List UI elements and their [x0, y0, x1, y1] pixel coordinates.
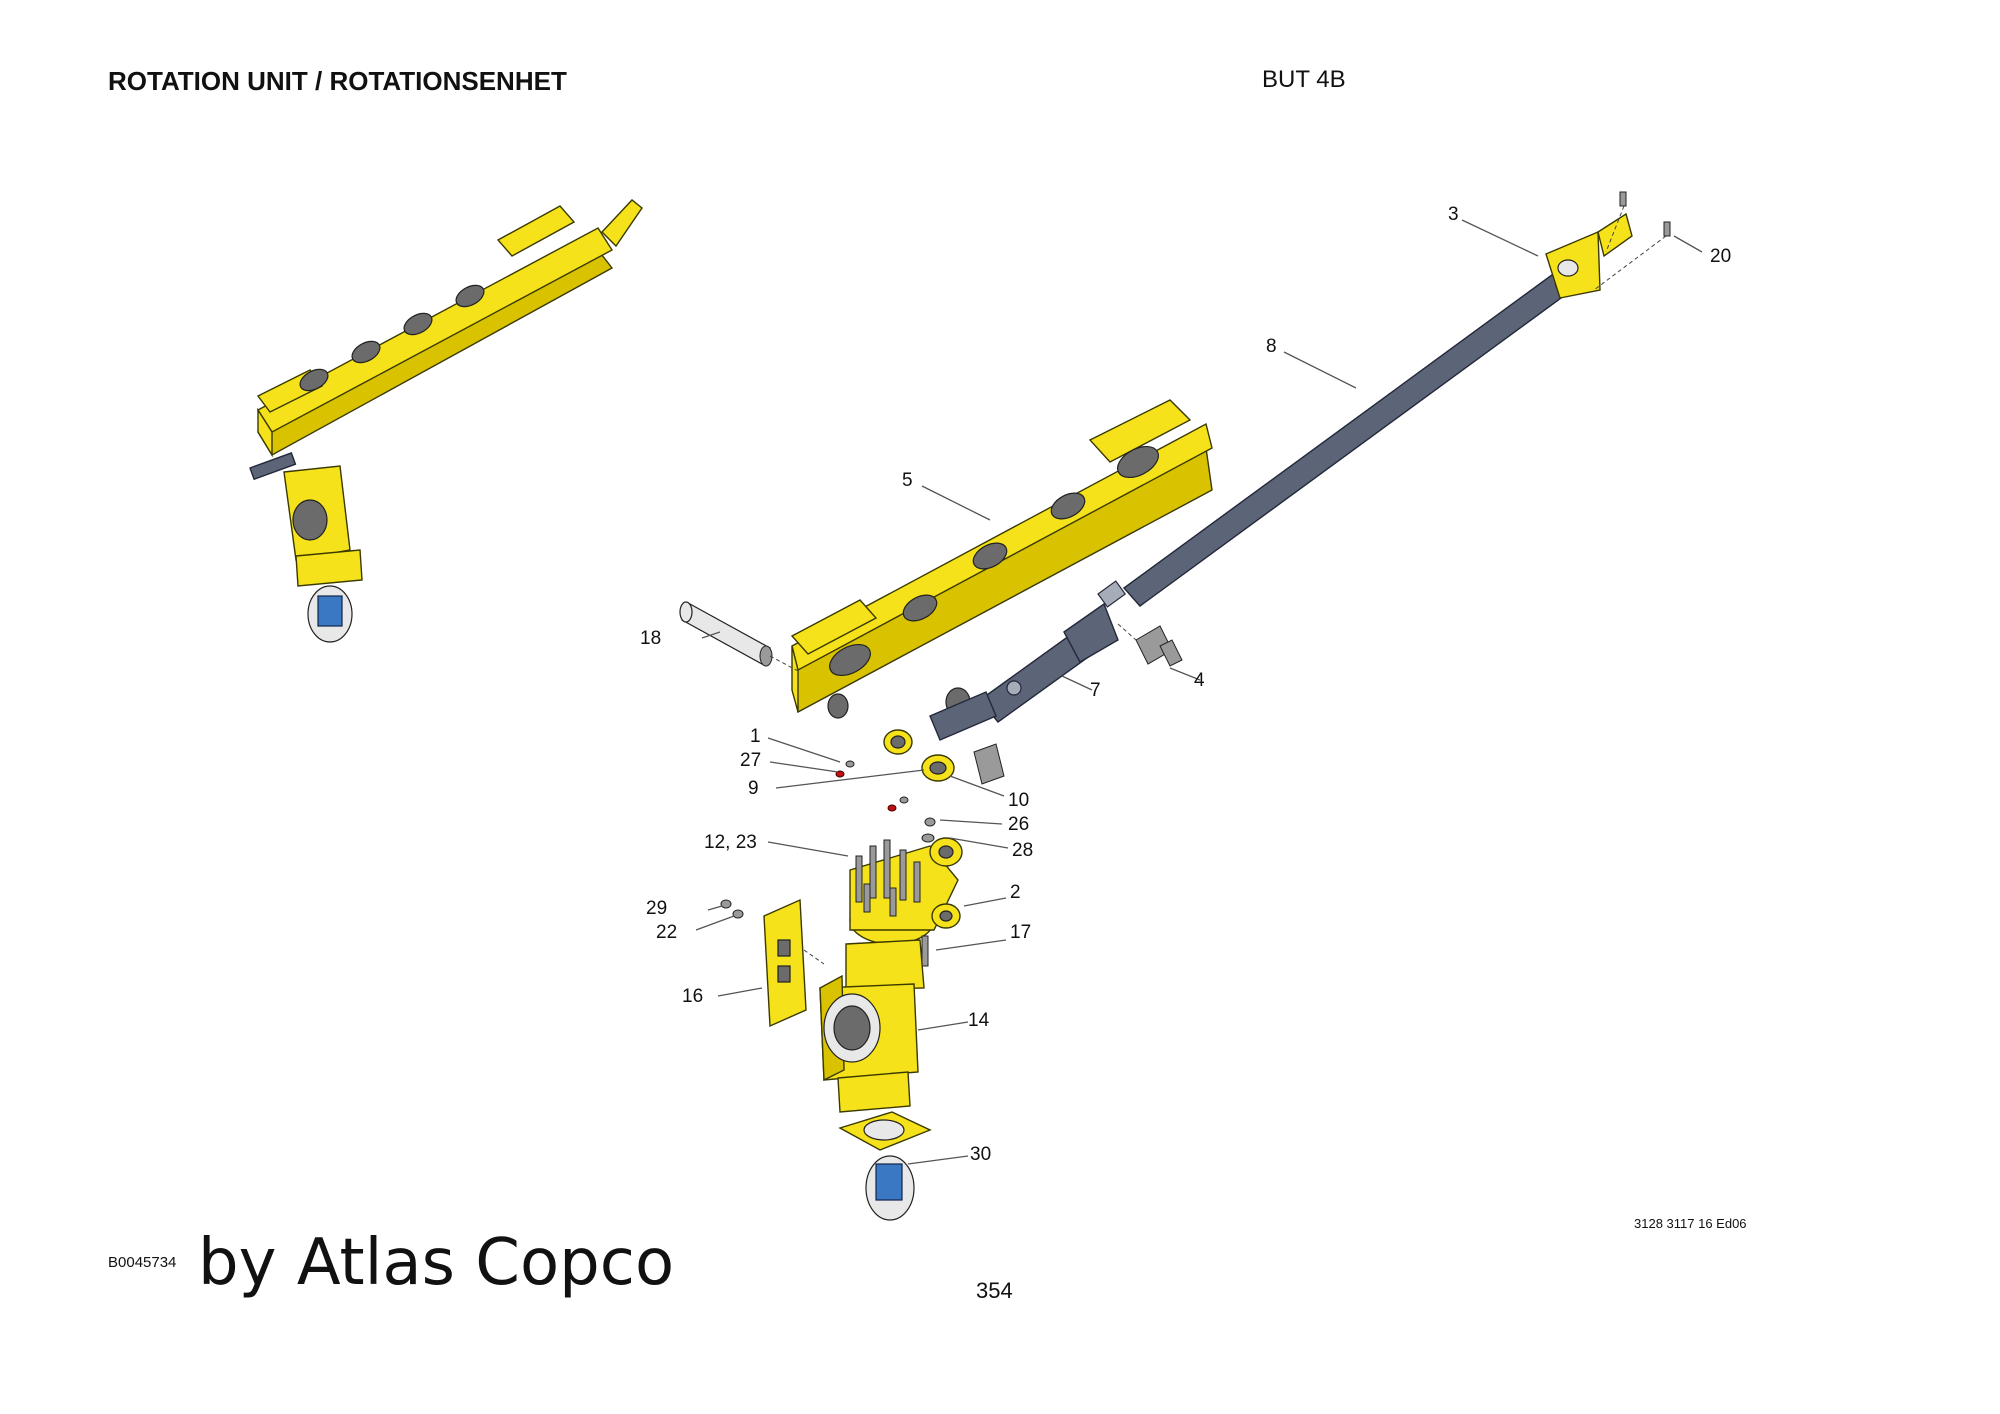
callout-1: 1: [750, 726, 761, 747]
rotator-body-part-14: [819, 939, 925, 1113]
page-title: ROTATION UNIT / ROTATIONSENHET: [108, 66, 567, 96]
plate-part-16: [763, 898, 825, 1028]
document-number: 3128 3117 16 Ed06: [1634, 1216, 1747, 1231]
callout-30: 30: [970, 1144, 991, 1165]
callout-labels: 3 20 8 5 18 4 7 1 27 9 10 26 28 12, 23 2…: [640, 204, 1731, 1165]
small-parts-22-29: [720, 899, 744, 919]
callout-8: 8: [1266, 336, 1277, 357]
page-number: 354: [976, 1278, 1013, 1303]
callout-14: 14: [968, 1010, 990, 1031]
callout-4: 4: [1194, 670, 1205, 691]
callout-20: 20: [1710, 246, 1731, 267]
rotation-housing-part-2: [849, 837, 963, 967]
callout-9: 9: [748, 778, 759, 799]
bushings-and-small-parts: [835, 729, 1005, 843]
brand-text: by Atlas Copco: [198, 1226, 675, 1300]
cylinder-part-7: [929, 580, 1127, 741]
swivel-part-30: [838, 1111, 932, 1221]
leader-lines: [695, 219, 1703, 1165]
callout-26: 26: [1008, 814, 1029, 835]
callout-17: 17: [1010, 922, 1031, 943]
callout-29: 29: [646, 898, 667, 919]
callout-28: 28: [1012, 840, 1033, 861]
callout-7: 7: [1090, 680, 1101, 701]
callout-16: 16: [682, 986, 703, 1007]
callout-5: 5: [902, 470, 913, 491]
callout-10: 10: [1008, 790, 1029, 811]
bolt-set-12-23: [855, 839, 921, 917]
pin-part-18: [679, 601, 801, 673]
callout-22: 22: [656, 922, 677, 943]
figure-id: B0045734: [108, 1254, 177, 1271]
fitting-part-4: [1117, 623, 1183, 667]
callout-18: 18: [640, 628, 661, 649]
callout-12-23: 12, 23: [704, 832, 757, 853]
model-label: BUT 4B: [1262, 66, 1346, 93]
callout-27: 27: [740, 750, 761, 771]
bracket-part-3: [1545, 191, 1671, 299]
callout-3: 3: [1448, 204, 1459, 225]
main-frame-part-5: [790, 399, 1213, 719]
overview-assembly: [249, 199, 643, 643]
callout-2: 2: [1010, 882, 1021, 903]
